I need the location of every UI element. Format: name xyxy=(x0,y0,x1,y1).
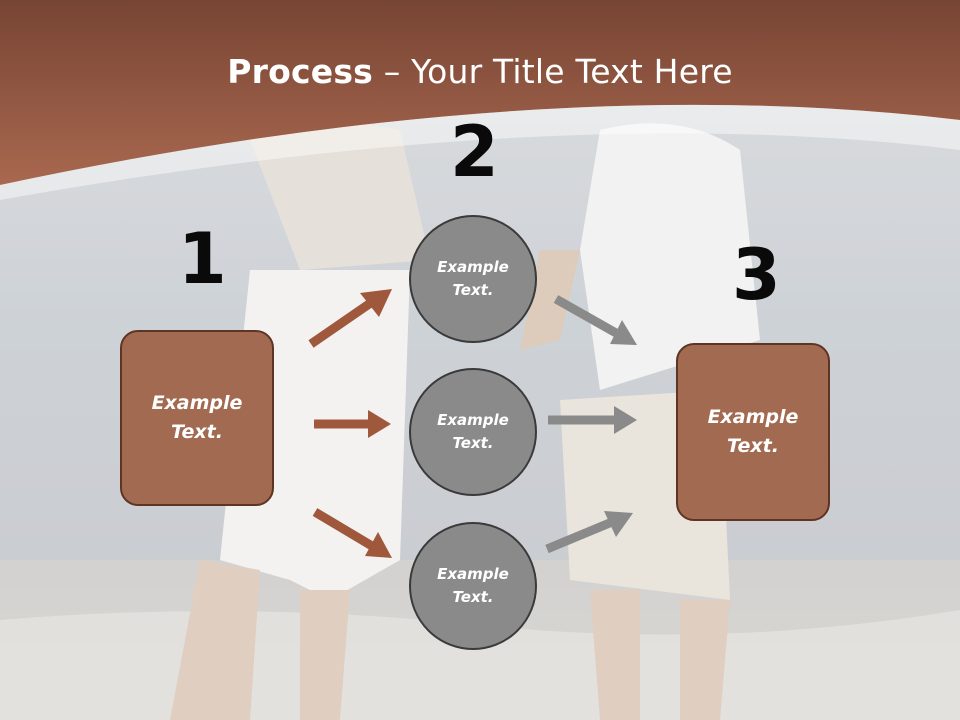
step-2-circle-top-text: Example Text. xyxy=(437,258,509,299)
step-2-circle-middle: Example Text. xyxy=(409,368,537,496)
arrow-left-mid xyxy=(314,410,391,438)
title-rest: – Your Title Text Here xyxy=(373,52,733,91)
arrow-left-up xyxy=(308,289,392,348)
step-2-circle-top: Example Text. xyxy=(409,215,537,343)
step-1-box: Example Text. xyxy=(120,330,274,506)
arrow-right-down xyxy=(553,295,637,345)
step-2-circle-bottom: Example Text. xyxy=(409,522,537,650)
step-2-circle-middle-text: Example Text. xyxy=(437,411,509,452)
arrow-left-down xyxy=(312,508,392,558)
arrow-right-mid xyxy=(548,406,637,434)
step-2-circle-bottom-text: Example Text. xyxy=(437,565,509,606)
step-3-box: Example Text. xyxy=(676,343,830,521)
page-title: Process – Your Title Text Here xyxy=(0,52,960,91)
arrow-right-up xyxy=(545,511,633,554)
header-band xyxy=(0,0,960,200)
step-number-2: 2 xyxy=(450,111,499,193)
step-number-1: 1 xyxy=(178,218,227,300)
title-bold: Process xyxy=(227,52,374,91)
step-3-text: Example Text. xyxy=(707,406,799,457)
step-number-3: 3 xyxy=(732,234,781,316)
step-1-text: Example Text. xyxy=(151,392,243,443)
